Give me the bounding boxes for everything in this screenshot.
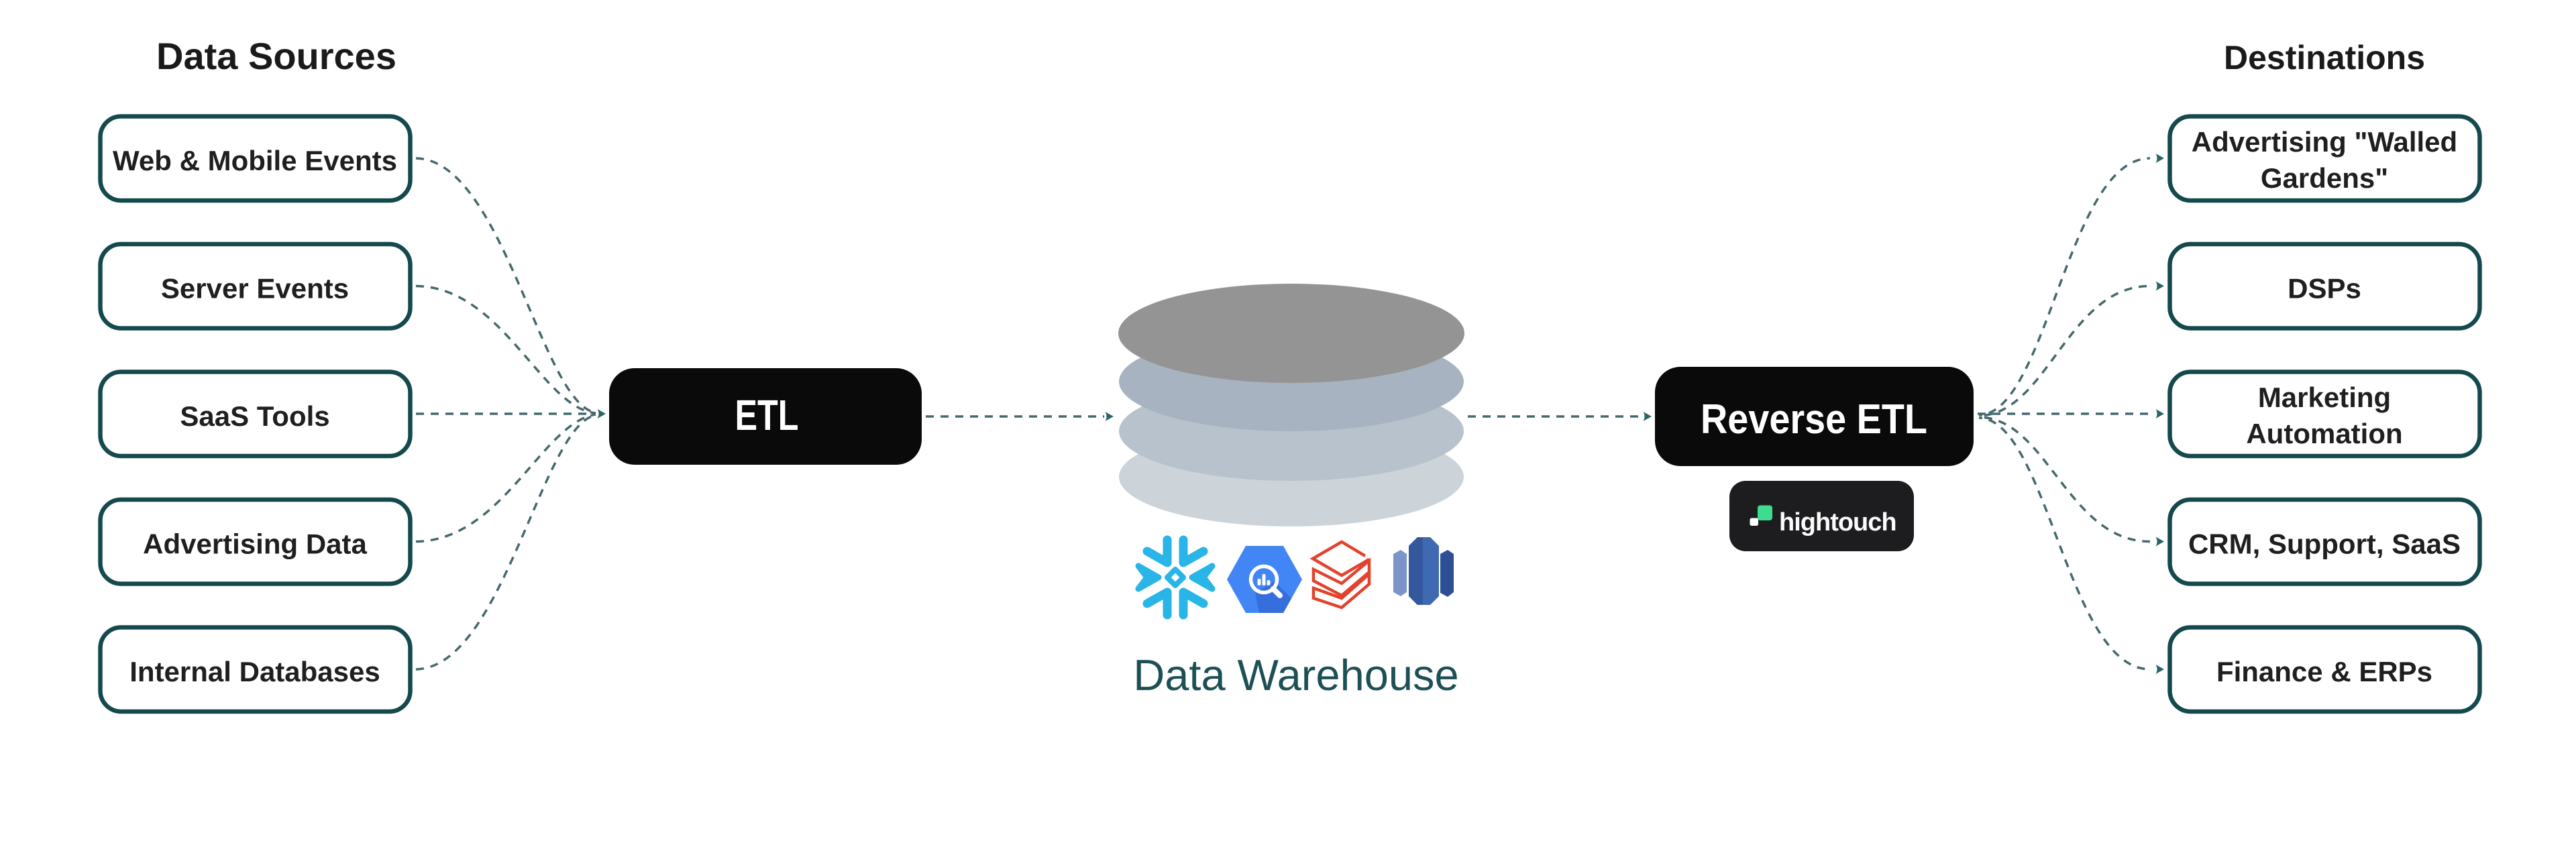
- svg-text:SaaS Tools: SaaS Tools: [180, 400, 329, 432]
- svg-text:Data Warehouse: Data Warehouse: [1133, 651, 1458, 699]
- svg-text:Reverse ETL: Reverse ETL: [1701, 396, 1927, 443]
- svg-text:hightouch: hightouch: [1779, 508, 1896, 537]
- svg-text:Advertising Data: Advertising Data: [143, 528, 367, 560]
- svg-text:Server Events: Server Events: [161, 273, 349, 304]
- svg-text:CRM, Support, SaaS: CRM, Support, SaaS: [2188, 528, 2461, 560]
- svg-text:Destinations: Destinations: [2224, 39, 2425, 76]
- svg-text:Finance & ERPs: Finance & ERPs: [2216, 656, 2432, 687]
- svg-text:Web & Mobile Events: Web & Mobile Events: [113, 145, 397, 176]
- svg-text:Data Sources: Data Sources: [156, 35, 396, 77]
- svg-text:DSPs: DSPs: [2288, 273, 2361, 304]
- svg-text:Internal Databases: Internal Databases: [129, 656, 380, 687]
- svg-text:Gardens": Gardens": [2261, 162, 2388, 194]
- svg-text:ETL: ETL: [735, 391, 799, 439]
- svg-text:Marketing: Marketing: [2258, 382, 2391, 413]
- svg-text:Advertising "Walled: Advertising "Walled: [2192, 126, 2457, 158]
- svg-text:Automation: Automation: [2246, 418, 2402, 449]
